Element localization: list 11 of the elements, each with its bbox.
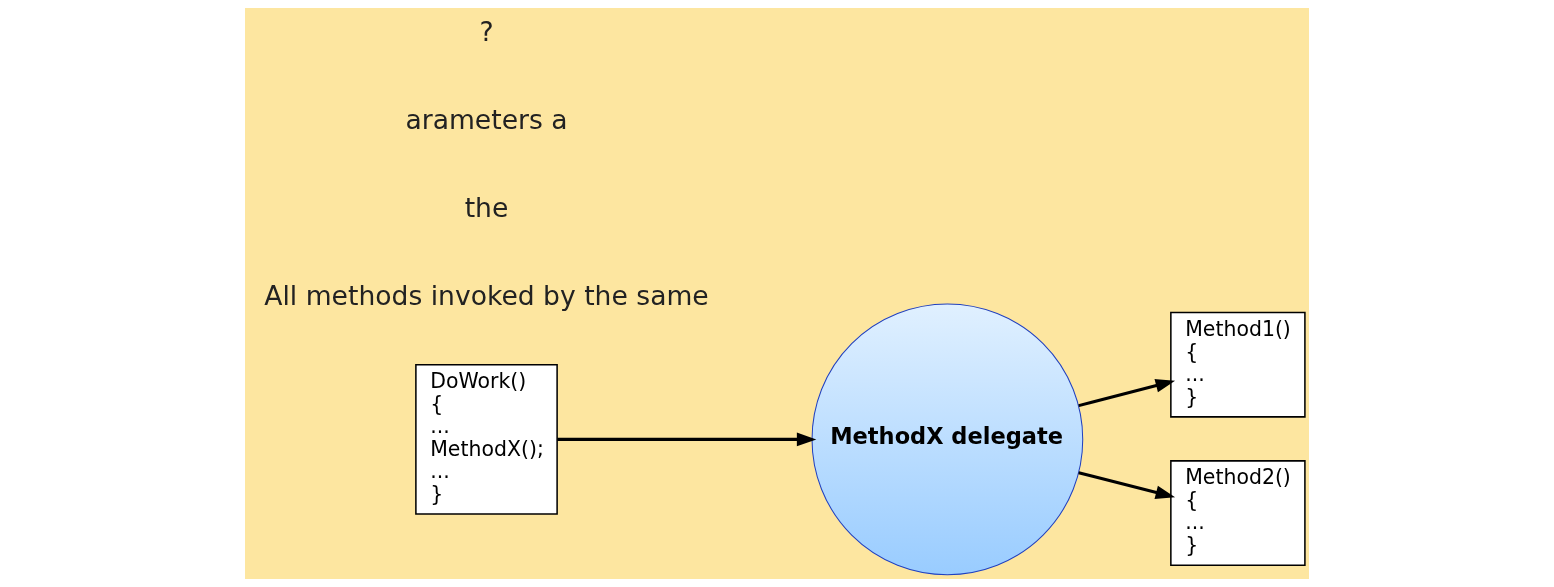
- label: arameters a: [405, 103, 568, 135]
- node-box: DoWork() { ... MethodX(); ... }: [415, 363, 558, 515]
- node-box: Method2() { ... }: [1170, 460, 1306, 566]
- node-circle: MethodX delegate: [811, 303, 1084, 576]
- node-box: Method1() { ... }: [1170, 311, 1306, 418]
- label: the: [464, 191, 509, 223]
- arrow: [1078, 471, 1176, 500]
- label: All methods invoked by the same: [264, 279, 709, 311]
- arrow: [557, 432, 817, 447]
- arrow: [1078, 378, 1176, 408]
- label: ?: [479, 15, 494, 47]
